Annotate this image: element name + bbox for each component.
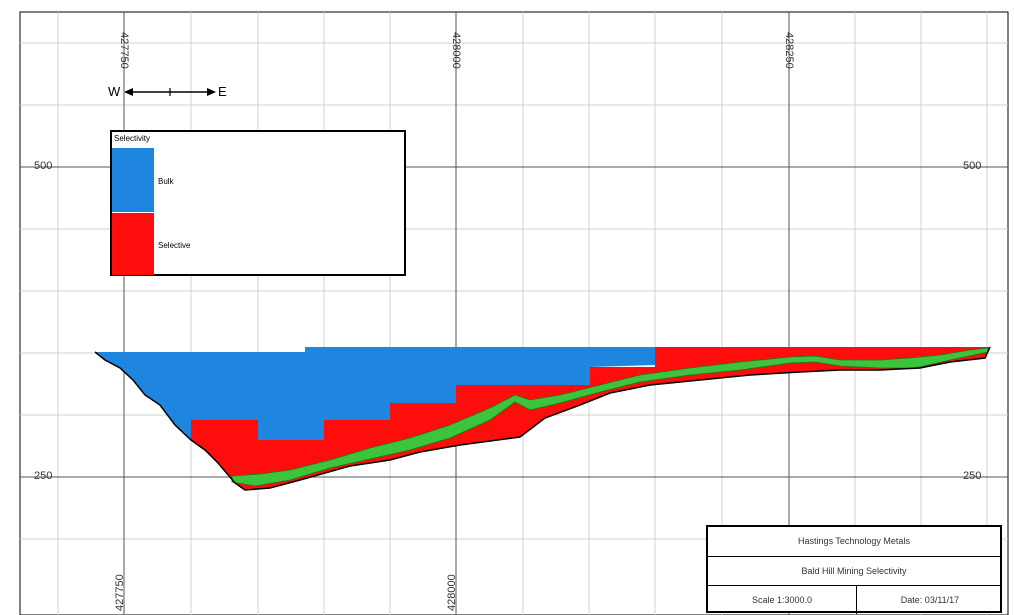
pit-outline	[94, 346, 991, 491]
legend-swatch-selective	[112, 213, 154, 275]
legend-label-selective: Selective	[158, 241, 191, 250]
title-block: Hastings Technology Metals Bald Hill Min…	[706, 525, 1002, 614]
easting-tick-label: 428250	[783, 32, 795, 69]
compass-east-label: E	[218, 84, 227, 99]
elevation-label-left-250: 250	[34, 470, 53, 482]
title-block-project: Bald Hill Mining Selectivity	[708, 556, 1000, 585]
compass-arrow-icon	[124, 88, 216, 96]
easting-label-bottom-2: 428000	[440, 555, 474, 615]
drawing-frame	[19, 11, 1009, 615]
easting-label-top-2: 428000	[440, 32, 474, 92]
compass-west-label: W	[108, 84, 121, 99]
legend-title: Selectivity	[114, 134, 151, 143]
easting-tick-label: 428000	[446, 574, 458, 611]
easting-label-top-3: 428250	[773, 32, 807, 92]
elevation-label-left-500: 500	[34, 160, 53, 172]
title-block-date: Date: 03/11/17	[856, 586, 1003, 614]
elevation-label-right-500: 500	[963, 160, 982, 172]
elevation-label-right-250: 250	[963, 470, 982, 482]
title-block-company: Hastings Technology Metals	[798, 536, 910, 546]
bulk-domain	[95, 347, 655, 440]
legend-swatch-bulk	[112, 148, 154, 212]
legend-label-bulk: Bulk	[158, 177, 174, 186]
easting-label-bottom-1: 427750	[108, 555, 142, 615]
easting-tick-label: 428000	[450, 32, 462, 69]
easting-label-top-1: 427750	[108, 32, 142, 92]
easting-tick-label: 427750	[114, 574, 126, 611]
title-block-scale: Scale 1:3000.0	[751, 595, 813, 605]
easting-tick-label: 427750	[118, 32, 130, 69]
title-block-footer-row: Scale 1:3000.0 Date: 03/11/17	[708, 585, 1000, 614]
legend-box: Selectivity Bulk Selective	[110, 130, 406, 276]
